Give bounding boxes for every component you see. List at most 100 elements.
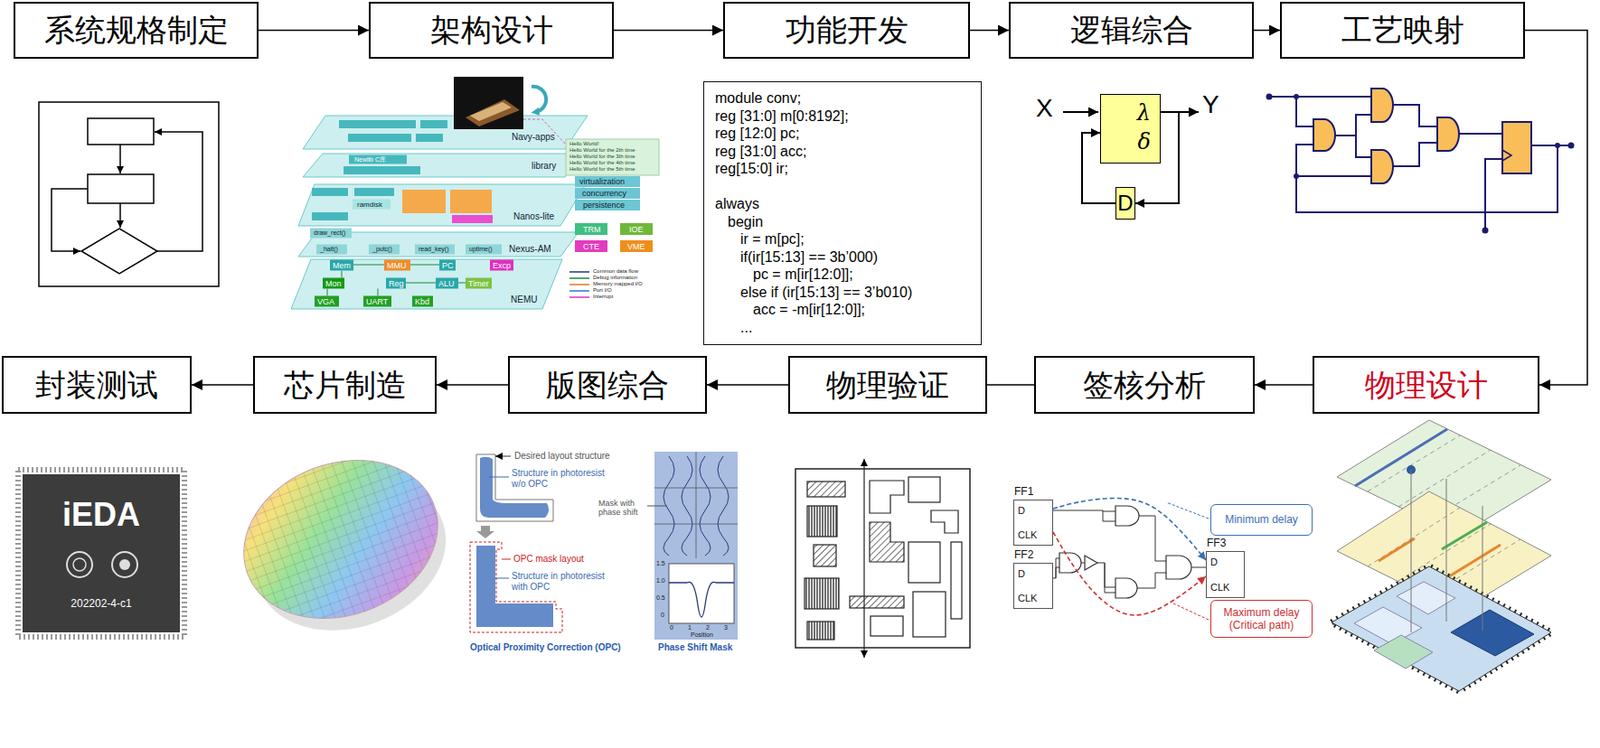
chip-figure-part bbox=[112, 552, 138, 578]
tech-mapping-figure-part-part bbox=[1458, 132, 1503, 135]
axis-tick: 0.5 bbox=[656, 594, 666, 603]
module-label: Kbd bbox=[414, 297, 430, 307]
chip-figure-part bbox=[73, 558, 86, 572]
opc-figure-part bbox=[668, 564, 735, 624]
api-label: draw_rect() bbox=[313, 229, 346, 237]
chip-figure-part bbox=[66, 552, 93, 578]
physical-design-figure-part bbox=[1411, 470, 1483, 633]
timing-figure-part-part bbox=[1104, 563, 1116, 593]
annotation: Desired layout structure bbox=[514, 451, 611, 462]
flowchart-figure bbox=[38, 102, 219, 287]
layer-name: Nanos-lite bbox=[513, 211, 555, 223]
stage-name: 系统规格制定 bbox=[44, 11, 229, 49]
architecture-figure-part bbox=[569, 296, 590, 299]
timing-path bbox=[1053, 498, 1206, 561]
architecture-figure-part-part bbox=[327, 289, 329, 297]
output-symbol: Y bbox=[1202, 90, 1220, 120]
code-line: reg [31:0] m[0:8192]; bbox=[715, 107, 970, 126]
architecture-figure-part-part bbox=[458, 282, 466, 284]
physical-verification-figure-part bbox=[813, 545, 837, 567]
timing-figure-part bbox=[1173, 603, 1209, 621]
stage-box: 功能开发 bbox=[723, 1, 970, 59]
architecture-figure bbox=[291, 76, 659, 310]
module-label: ALU bbox=[438, 279, 455, 289]
chip-figure-part bbox=[18, 470, 185, 638]
extension-label: CTE bbox=[583, 242, 600, 252]
opc-figure-part bbox=[654, 451, 738, 640]
physical-verification-figure-part bbox=[804, 578, 839, 610]
opc-figure-part bbox=[647, 506, 668, 508]
chip-marking: 202202-4-c1 bbox=[70, 598, 132, 612]
architecture-figure-part bbox=[450, 189, 492, 214]
console-line: Hello World for the 3th time bbox=[569, 153, 636, 160]
module-label: UART bbox=[366, 297, 388, 307]
stage-name: 封装测试 bbox=[35, 367, 159, 405]
chip-figure-part bbox=[22, 474, 180, 633]
physical-verification-figure-part bbox=[869, 480, 904, 514]
architecture-figure-part bbox=[412, 296, 433, 308]
stage-name: 架构设计 bbox=[430, 11, 554, 49]
flowchart-figure-part bbox=[87, 118, 154, 145]
legend-text: Interrupt bbox=[592, 293, 613, 301]
architecture-figure-part bbox=[343, 166, 421, 175]
delay-element: D bbox=[1115, 187, 1136, 220]
physical-verification-figure-part bbox=[870, 616, 904, 637]
code-line: module conv; bbox=[715, 89, 970, 108]
axis-tick: 0 bbox=[669, 624, 674, 632]
chip-package: iEDA202202-4-c1 bbox=[22, 474, 180, 633]
callout-box: Maximum delay (Critical path) bbox=[1210, 600, 1313, 639]
timing-figure-part-part bbox=[1138, 516, 1167, 562]
stage-box: 封装测试 bbox=[1, 356, 192, 415]
axis-tick: 2 bbox=[705, 624, 710, 632]
timing-figure-part-part bbox=[1053, 510, 1116, 512]
tech-mapping-figure-part-part bbox=[1313, 119, 1336, 151]
tech-mapping-figure-part-part bbox=[1296, 175, 1372, 178]
physical-verification-figure-part bbox=[795, 469, 970, 649]
architecture-figure-part bbox=[354, 188, 395, 197]
architecture-figure-part bbox=[453, 76, 524, 130]
module-label: PC bbox=[442, 261, 454, 271]
architecture-figure-part bbox=[302, 153, 585, 178]
architecture-figure-part bbox=[574, 240, 608, 253]
physical-design-figure-part bbox=[1446, 545, 1501, 579]
tech-mapping-figure-part-part bbox=[1502, 122, 1532, 174]
flow-arrow bbox=[706, 384, 789, 386]
module-label: Reg bbox=[388, 279, 405, 289]
axis-tick: 1 bbox=[687, 624, 692, 632]
architecture-figure-part bbox=[470, 102, 512, 122]
flow-arrow bbox=[1524, 30, 1588, 386]
figure-title: Optical Proximity Correction (OPC) bbox=[470, 642, 622, 654]
wafer-figure bbox=[221, 433, 468, 657]
state-symbol: δ bbox=[1101, 127, 1160, 157]
stage-name: 版图综合 bbox=[545, 367, 669, 405]
timing-figure-part-part bbox=[1137, 573, 1167, 589]
physical-design-figure-part bbox=[1450, 610, 1535, 657]
architecture-figure-part bbox=[311, 212, 349, 221]
stage-box: 工艺映射 bbox=[1280, 1, 1525, 59]
architecture-figure-part bbox=[620, 240, 653, 253]
timing-figure-part-part bbox=[1097, 563, 1116, 588]
architecture-figure-part bbox=[302, 115, 588, 150]
physical-verification-figure-part bbox=[869, 522, 904, 563]
opc-figure-part bbox=[476, 526, 495, 539]
flow-arrow bbox=[436, 384, 509, 386]
physical-verification-figure-part bbox=[807, 506, 838, 537]
architecture-figure-part bbox=[420, 120, 448, 129]
timing-figure-part-part bbox=[1115, 506, 1139, 527]
opc-figure-part-part bbox=[699, 456, 711, 556]
tech-mapping-figure-part-part bbox=[1293, 173, 1299, 179]
stage-name: 物理验证 bbox=[826, 367, 950, 405]
stage-name: 签核分析 bbox=[1082, 367, 1206, 405]
timing-path bbox=[1053, 532, 1206, 616]
architecture-figure-part bbox=[385, 278, 406, 290]
architecture-figure-part bbox=[451, 215, 493, 224]
stage-name: 功能开发 bbox=[785, 11, 909, 49]
architecture-figure-part bbox=[322, 278, 345, 290]
code-line: reg [31:0] acc; bbox=[715, 142, 970, 161]
physical-verification-figure-part bbox=[912, 592, 946, 638]
opc-figure-part bbox=[495, 578, 509, 580]
legend-text: Port I/O bbox=[592, 287, 612, 294]
physical-design-figure-part-part bbox=[1446, 479, 1448, 622]
stage-box: 逻辑综合 bbox=[1008, 1, 1254, 59]
legend-text: Memory mapped I/O bbox=[592, 281, 643, 288]
